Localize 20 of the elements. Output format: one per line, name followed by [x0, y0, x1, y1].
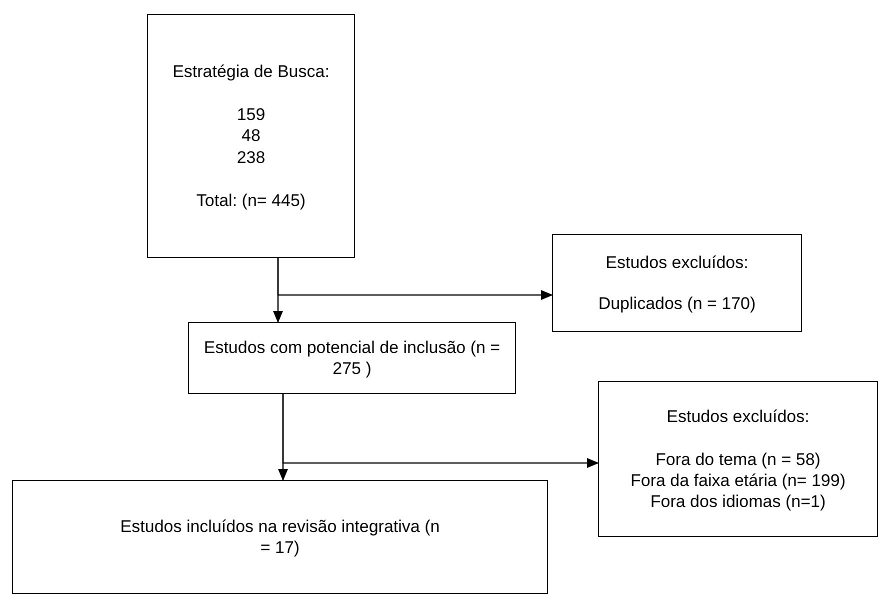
- process-box: [188, 322, 516, 394]
- arrow: [277, 258, 553, 300]
- box-text: Fora da faixa etária (n= 199): [630, 470, 846, 492]
- box-text: Estudos com potencial de inclusão (n = 275 ): [202, 336, 502, 380]
- process-box: [598, 381, 878, 537]
- box-text: Fora do tema (n = 58): [656, 448, 820, 470]
- process-box: [12, 480, 548, 594]
- process-box: [552, 234, 802, 332]
- box-text: Estratégia de Busca:: [172, 60, 330, 82]
- box-text: Total: (n= 445): [196, 190, 306, 212]
- box-text: 238: [236, 146, 266, 168]
- arrow: [282, 394, 599, 468]
- box-text: Estudos excluídos:: [606, 252, 748, 273]
- process-box: [147, 14, 355, 258]
- box-text: Estudos incluídos na revisão integrativa (n = 17): [119, 516, 441, 558]
- box-text: Fora dos idiomas (n=1): [650, 491, 826, 512]
- box-text: 48: [242, 125, 260, 147]
- box-text: Estudos excluídos:: [666, 406, 810, 427]
- box-text: 159: [236, 104, 266, 126]
- box-text: Duplicados (n = 170): [598, 293, 756, 314]
